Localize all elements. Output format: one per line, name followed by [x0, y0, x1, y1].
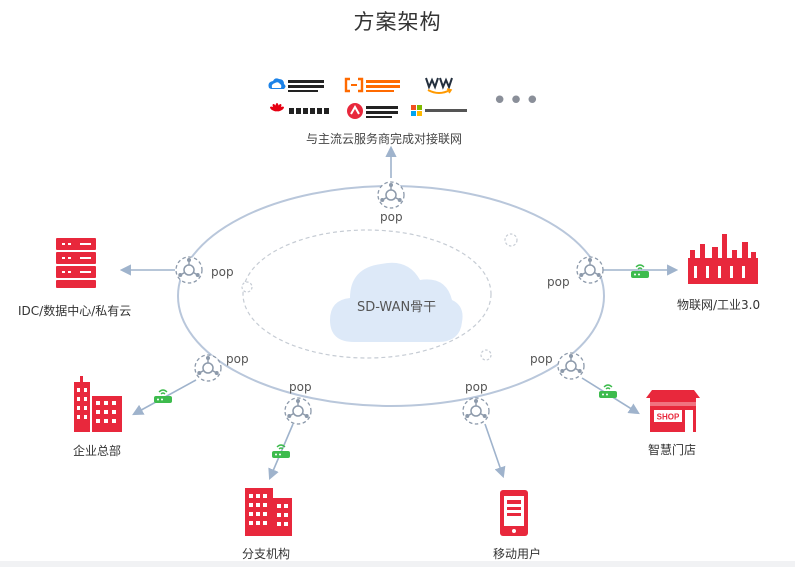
shop-icon: SHOP [646, 390, 700, 432]
wifi-router-icon [630, 264, 650, 279]
tencent-cloud-logo [268, 78, 324, 92]
pop-label-left: pop [211, 265, 234, 279]
pop-label-top: pop [380, 210, 403, 224]
wifi-router-icon [598, 384, 618, 399]
label-iot: 物联网/工业3.0 [677, 298, 761, 312]
pop-label-right: pop [547, 275, 570, 289]
network-node-icon [194, 354, 222, 382]
pop-label-bottom-left: pop [289, 380, 312, 394]
inner-ring-dot [241, 281, 253, 293]
wifi-router-icon [153, 389, 173, 404]
inner-ring-dot [504, 233, 518, 247]
kingsoft-cloud-logo [347, 103, 398, 119]
label-mobile: 移动用户 [493, 547, 542, 561]
diagram-title: 方案架构 [353, 10, 442, 34]
server-rack-icon [56, 238, 96, 288]
network-node-icon [557, 352, 585, 380]
pop-label-lower-right: pop [530, 352, 553, 366]
network-node-icon [377, 181, 405, 209]
mobile-phone-icon [500, 490, 528, 536]
label-hq: 企业总部 [73, 444, 122, 458]
factory-icon [688, 234, 758, 284]
label-store: 智慧门店 [648, 443, 697, 457]
inner-ring-dot [480, 349, 492, 361]
bottom-divider [0, 561, 795, 567]
network-node-icon [462, 397, 490, 425]
label-branch: 分支机构 [242, 547, 291, 561]
cloud-icon [330, 262, 463, 342]
link-mobile [484, 423, 506, 479]
wifi-router-icon [271, 444, 291, 459]
pop-label-bottom-right: pop [465, 380, 488, 394]
label-idc: IDC/数据中心/私有云 [18, 304, 132, 318]
aliyun-logo [344, 77, 400, 93]
network-node-icon [175, 256, 203, 284]
network-node-icon [284, 397, 312, 425]
core-label: SD-WAN骨干 [357, 300, 437, 315]
office-building-icon [74, 376, 122, 432]
aws-logo [425, 77, 453, 94]
microsoft-logo [411, 105, 467, 116]
huawei-logo [269, 103, 329, 114]
vendors-note: 与主流云服务商完成对接联网 [306, 132, 463, 146]
network-node-icon [576, 256, 604, 284]
shop-sign-text: SHOP [657, 413, 680, 422]
inner-ring [242, 229, 492, 359]
pop-label-lower-left: pop [226, 352, 249, 366]
branch-building-icon [245, 488, 292, 536]
